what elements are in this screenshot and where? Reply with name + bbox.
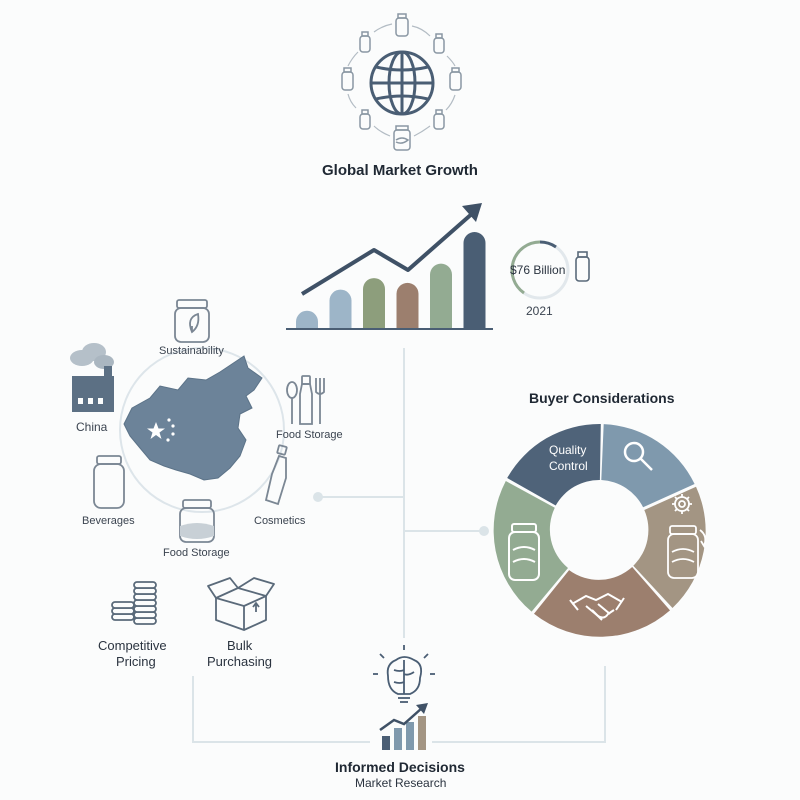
connector-dot-right (479, 526, 489, 536)
bulk-label-line1: Bulk (227, 638, 253, 653)
growth-bar (430, 263, 452, 328)
growth-bar (329, 289, 352, 328)
footer-title: Informed Decisions (335, 759, 465, 775)
beverage-jar-icon (93, 455, 125, 509)
china-star-icon (147, 422, 165, 439)
footer-subtitle: Market Research (355, 776, 447, 790)
item-label-sustainability: Sustainability (159, 345, 224, 357)
market-value-year: 2021 (526, 304, 553, 318)
brain-bulb-icon (373, 645, 435, 703)
connector-right-branch (404, 530, 484, 532)
growth-bar (463, 232, 486, 328)
china-ring (119, 347, 285, 513)
utensils-bottle-icon (286, 375, 325, 425)
item-label-food-storage-bottom: Food Storage (163, 547, 230, 559)
segment-quality-control (507, 423, 601, 506)
item-label-beverages: Beverages (82, 515, 135, 527)
item-label-cosmetics: Cosmetics (254, 515, 306, 527)
cosmetics-bottle-icon (264, 444, 288, 506)
cycle-arrows (347, 23, 456, 137)
connector-bottom-left (192, 741, 370, 743)
bulk-label-line2: Purchasing (207, 654, 273, 669)
handshake-icon (569, 592, 625, 621)
market-research-chart-icon (379, 703, 428, 750)
connector-bottom-right (432, 741, 606, 743)
country-label: China (76, 420, 108, 434)
growth-bar (363, 278, 385, 328)
coins-stack-icon (111, 581, 157, 625)
sustainability-jar-icon (174, 299, 210, 343)
segment-quality-label-line2: Control (549, 459, 588, 473)
growth-bar (296, 310, 318, 328)
connector-bottom-left-vertical (192, 676, 194, 742)
globe-jar-cycle (341, 13, 462, 151)
growth-trend-line (300, 210, 476, 296)
packaging-jar-icon (508, 523, 540, 581)
jar-icon (341, 13, 462, 151)
connector-bottom-right-vertical (604, 666, 606, 742)
market-value-gauge (510, 240, 590, 300)
connector-dot-left (313, 492, 323, 502)
market-value-label: $76 Billion (510, 263, 566, 277)
gear-jar-icon (667, 494, 707, 579)
item-label-food-storage-right: Food Storage (276, 429, 343, 441)
magnifier-icon (623, 441, 653, 471)
pricing-label-line2: Pricing (116, 654, 156, 669)
pricing-label-line1: Competitive (98, 638, 167, 653)
china-map-icon (123, 355, 263, 481)
buyer-considerations-title: Buyer Considerations (529, 390, 675, 406)
segment-partnership (534, 567, 670, 637)
connector-left-branch (318, 496, 404, 498)
jar-icon (575, 251, 590, 282)
growth-bar (396, 282, 419, 328)
page-title: Global Market Growth (322, 162, 478, 179)
globe-icon (369, 50, 435, 116)
trend-arrow-head-icon (462, 203, 482, 222)
factory-icon (70, 343, 114, 412)
growth-chart (286, 203, 493, 330)
connector-vertical-main (403, 348, 405, 638)
food-storage-jar-icon (179, 499, 215, 543)
box-icon (207, 577, 275, 631)
segment-quality-label-line1: Quality (549, 443, 587, 457)
